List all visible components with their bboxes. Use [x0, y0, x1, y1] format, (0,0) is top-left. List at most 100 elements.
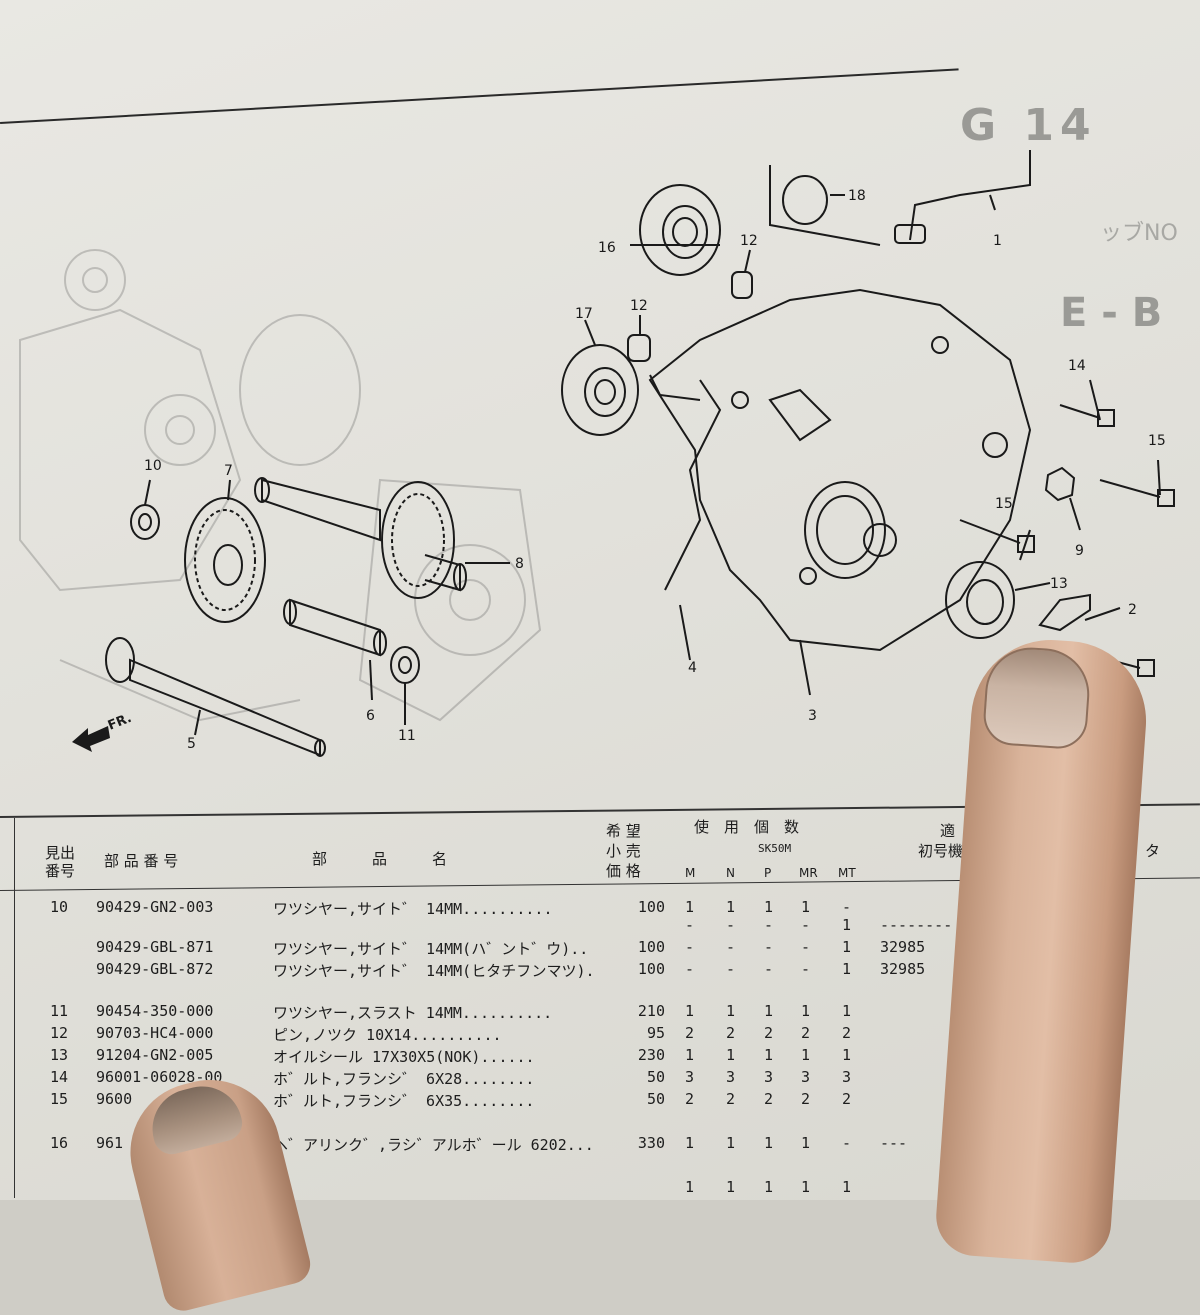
oil-seal-13-icon — [945, 561, 1015, 639]
cell-ref: 15 — [50, 1090, 69, 1108]
cell-part-name: オイルシール 17X30X5(NOK)...... — [273, 1048, 535, 1066]
cell-qty-m: - — [685, 960, 695, 978]
cell-qty-n: 2 — [726, 1090, 736, 1108]
header-part-no: 部 品 番 号 — [104, 852, 179, 870]
cell-qty-n: - — [726, 916, 736, 934]
bolt-icon — [959, 519, 1021, 544]
cell-qty-mr: - — [801, 938, 811, 956]
cell-price: 100 — [637, 960, 665, 978]
header-model: SK50M — [758, 842, 792, 855]
cell-qty-p: - — [764, 916, 774, 934]
shaft-6-icon — [283, 598, 387, 657]
cell-qty-n: - — [726, 960, 736, 978]
cell-price: 210 — [637, 1002, 665, 1020]
cell-qty-mr: 1 — [801, 1178, 811, 1196]
cell-part-no: 90454-350-000 — [96, 1002, 214, 1020]
cell-qty-n: 1 — [726, 1134, 736, 1152]
cell-first-serial: --- — [880, 1134, 908, 1152]
callout-5: 5 — [187, 736, 196, 752]
cell-part-name: ワツシヤー,サイト゛ 14MM.......... — [273, 900, 553, 918]
cell-ref: 12 — [50, 1024, 69, 1042]
callout-11: 11 — [398, 728, 416, 744]
cell-part-name: ホ゛ルト,フランシ゛ 6X35........ — [273, 1092, 535, 1110]
cell-price: 230 — [637, 1046, 665, 1064]
cell-qty-mt: 1 — [842, 960, 852, 978]
cell-part-name: ピン,ノツク 10X14.......... — [273, 1026, 502, 1044]
cell-part-name: ワツシヤー,サイト゛ 14MM(ハ゛ント゛ウ).. — [273, 940, 589, 958]
callout-15-a: 15 — [1148, 433, 1166, 449]
countershaft-8-icon — [254, 477, 467, 599]
header-price-a: 希 望 — [606, 822, 641, 840]
front-label: FR. — [106, 711, 134, 734]
cell-qty-p: 1 — [764, 1134, 774, 1152]
cell-ref: 14 — [50, 1068, 69, 1086]
cell-qty-mt: 1 — [842, 1046, 852, 1064]
cell-qty-n: 2 — [726, 1024, 736, 1042]
cell-qty-p: 3 — [764, 1068, 774, 1086]
callout-10: 10 — [144, 458, 162, 474]
callout-17: 17 — [575, 306, 593, 322]
cell-qty-n: 1 — [726, 898, 736, 916]
cell-qty-n: 1 — [726, 1002, 736, 1020]
cell-ref: 16 — [50, 1134, 69, 1152]
callout-9: 9 — [1075, 543, 1084, 559]
cell-qty-n: - — [726, 938, 736, 956]
top-border-line — [0, 68, 959, 124]
cell-qty-mt: - — [842, 1134, 852, 1152]
table-row: 90429-GBL-871 ワツシヤー,サイト゛ 14MM(ハ゛ント゛ウ).. … — [0, 938, 1200, 960]
cell-first-serial: -------- — [880, 916, 953, 934]
cell-qty-p: 2 — [764, 1090, 774, 1108]
cell-qty-m: 3 — [685, 1068, 695, 1086]
callout-13: 13 — [1050, 576, 1068, 592]
header-col-mr: MR — [799, 866, 818, 880]
header-part-name: 部 品 名 — [312, 850, 448, 868]
cell-qty-m: 2 — [685, 1090, 695, 1108]
callout-6: 6 — [366, 708, 375, 724]
cell-part-no: 91204-GN2-005 — [96, 1046, 214, 1064]
washer-11-icon — [390, 646, 420, 684]
header-col-m: M — [685, 866, 696, 880]
cell-qty-p: 1 — [764, 1178, 774, 1196]
cell-qty-mt: 3 — [842, 1068, 852, 1086]
front-direction-arrow-icon — [72, 726, 110, 752]
cell-part-name: ホ゛ルト,フランシ゛ 6X28........ — [273, 1070, 535, 1088]
table-row: 1 1 1 1 1 — [0, 1178, 1200, 1200]
cell-part-no: 90429-GBL-871 — [96, 938, 214, 956]
washer-10-icon — [130, 504, 160, 540]
cell-qty-mt: - — [842, 898, 852, 916]
cell-qty-mt: 1 — [842, 938, 852, 956]
cell-qty-n: 3 — [726, 1068, 736, 1086]
table-row: 11 90454-350-000 ワツシヤー,スラスト 14MM........… — [0, 1002, 1200, 1024]
header-first-serial: 初号機 — [918, 842, 964, 860]
ghost-section-code: E - B — [1060, 290, 1163, 336]
cell-ref: 10 — [50, 898, 69, 916]
cell-part-no: 90429-GN2-003 — [96, 898, 214, 916]
cell-qty-m: 1 — [685, 1046, 695, 1064]
cell-first-serial: 32985 — [880, 960, 926, 978]
callout-1: 1 — [993, 233, 1002, 249]
oil-seal-18-icon — [782, 175, 828, 225]
cell-qty-m: 1 — [685, 1134, 695, 1152]
cell-qty-m: - — [685, 916, 695, 934]
callout-7: 7 — [224, 463, 233, 479]
table-row: 10 90429-GN2-003 ワツシヤー,サイト゛ 14MM........… — [0, 898, 1200, 920]
breather-tube-icon — [909, 150, 1031, 241]
dowel-pin-icon — [731, 271, 753, 299]
header-applicable: 適 — [940, 822, 956, 840]
cell-qty-mr: 2 — [801, 1090, 811, 1108]
cell-qty-m: 1 — [685, 1002, 695, 1020]
gear-7-icon — [184, 497, 266, 623]
callout-4: 4 — [688, 660, 697, 676]
cell-qty-p: 1 — [764, 1046, 774, 1064]
cell-price: 100 — [637, 898, 665, 916]
cell-qty-m: 2 — [685, 1024, 695, 1042]
header-col-mt: MT — [838, 866, 856, 880]
cell-qty-mr: 1 — [801, 1046, 811, 1064]
cell-qty-p: 1 — [764, 1002, 774, 1020]
cell-qty-mt: 1 — [842, 1002, 852, 1020]
cell-qty-p: - — [764, 960, 774, 978]
cell-qty-mt: 2 — [842, 1090, 852, 1108]
header-quantity: 使 用 個 数 — [694, 818, 800, 836]
cell-qty-mr: 1 — [801, 898, 811, 916]
